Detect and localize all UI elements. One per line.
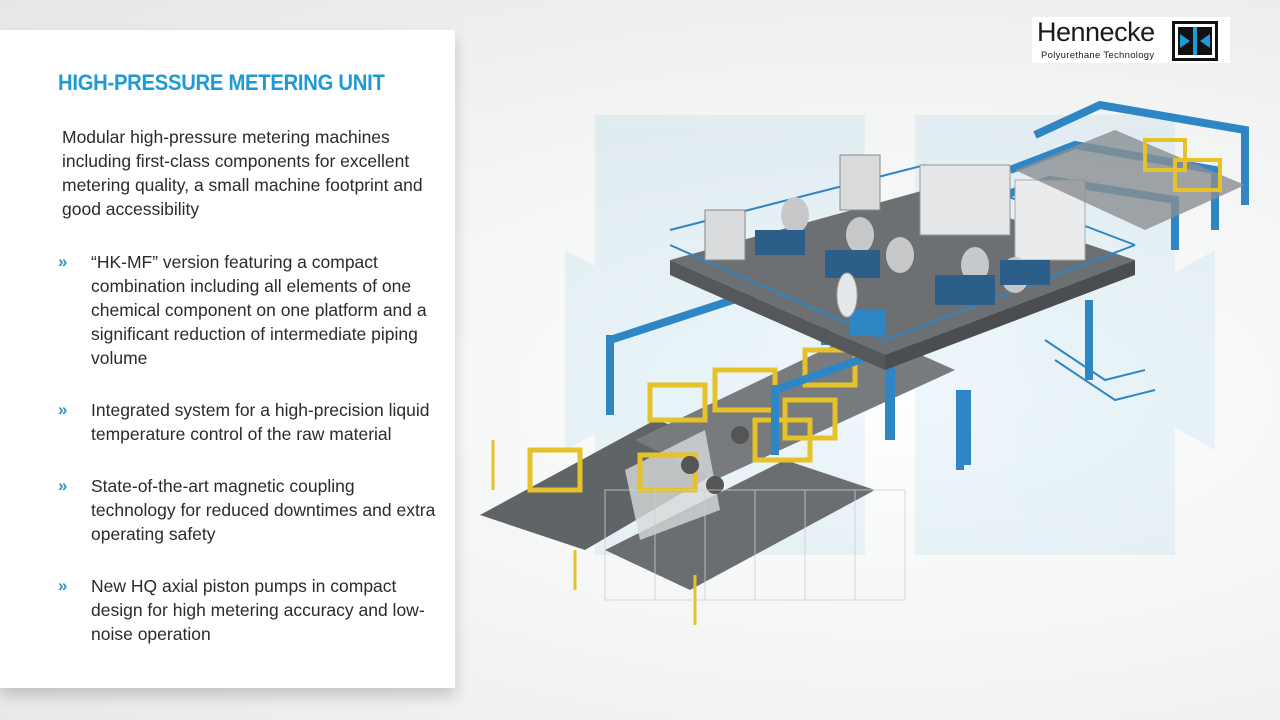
list-item: » Integrated system for a high-precision… <box>58 398 438 446</box>
feature-text: “HK-MF” version featuring a compact comb… <box>91 252 427 368</box>
metering-plant-illustration <box>480 100 1249 625</box>
platform-stairs <box>1044 339 1156 402</box>
logo-name: Hennecke <box>1037 17 1155 47</box>
intro-text: Modular high-pressure metering machines … <box>62 127 423 219</box>
hennecke-logo: Hennecke Polyurethane Technology <box>1032 17 1230 63</box>
list-item: » “HK-MF” version featuring a compact co… <box>58 250 438 370</box>
feature-list: » “HK-MF” version featuring a compact co… <box>58 250 438 646</box>
feature-text: Integrated system for a high-precision l… <box>91 400 430 444</box>
double-chevron-icon: » <box>58 252 68 271</box>
feature-text: New HQ axial piston pumps in compact des… <box>91 576 425 644</box>
yellow-mold-carriers <box>527 347 858 493</box>
double-chevron-icon: » <box>58 400 68 419</box>
hennecke-arrows-mark-icon <box>1172 21 1218 61</box>
panel-title: HIGH-PRESSURE METERING UNIT <box>58 70 385 95</box>
logo-tagline: Polyurethane Technology <box>1041 50 1155 61</box>
info-panel: HIGH-PRESSURE METERING UNIT Modular high… <box>0 30 455 688</box>
metering-machines <box>704 154 1086 335</box>
list-item: » New HQ axial piston pumps in compact d… <box>58 574 438 646</box>
double-chevron-icon: » <box>58 476 68 495</box>
conveyor-floor-2 <box>605 460 875 590</box>
feature-text: State-of-the-art magnetic coupling techn… <box>91 476 436 544</box>
list-item: » State-of-the-art magnetic coupling tec… <box>58 474 438 546</box>
double-chevron-icon: » <box>58 576 68 595</box>
